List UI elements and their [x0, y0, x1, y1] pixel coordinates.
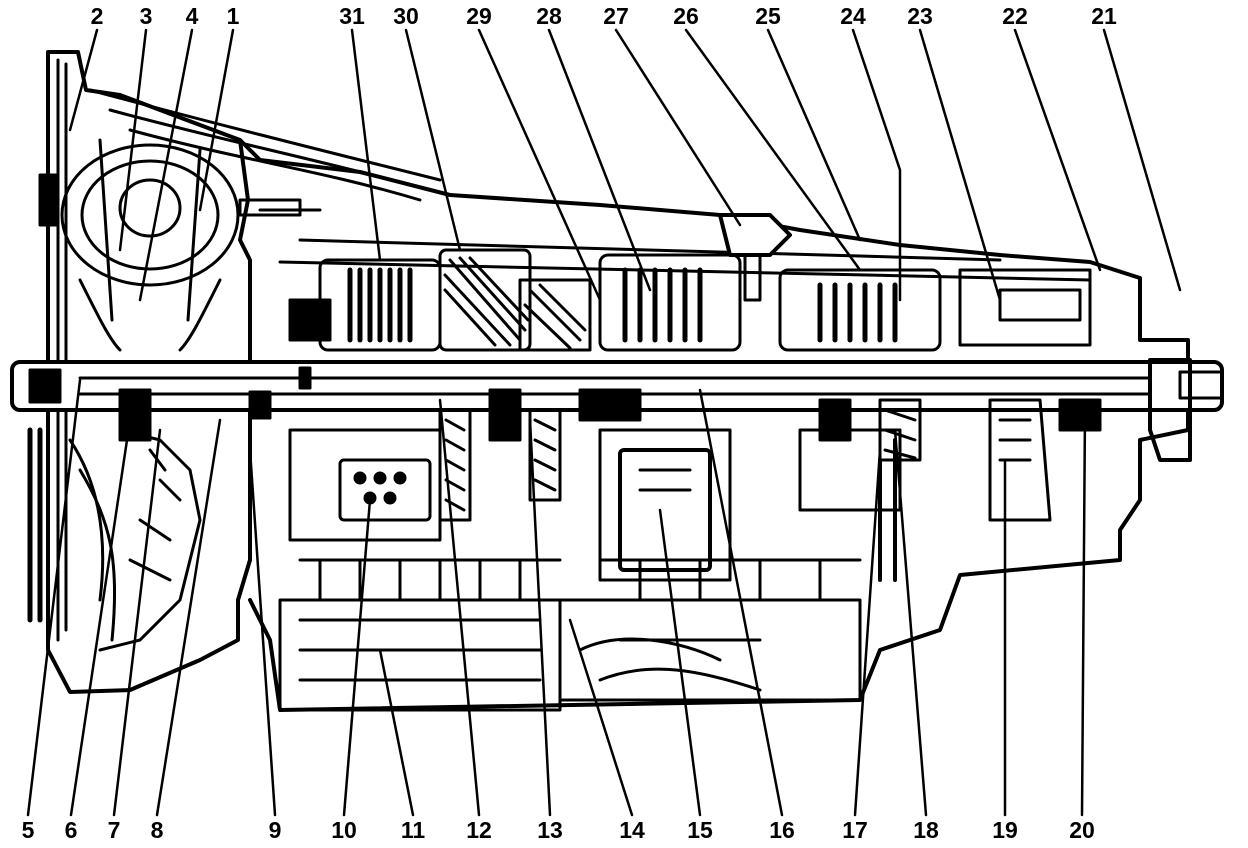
rear-planetary-gearset: [778, 268, 942, 582]
callout-18: 18: [913, 817, 939, 843]
callout-8: 8: [150, 817, 164, 843]
callout-27: 27: [603, 3, 629, 29]
main-shaft: [10, 358, 1224, 462]
callout-28: 28: [536, 3, 562, 29]
extension-housing: [958, 268, 1102, 522]
callout-7: 7: [107, 817, 121, 843]
callout-15: 15: [687, 817, 713, 843]
callout-6: 6: [64, 817, 78, 843]
callout-21: 21: [1091, 3, 1117, 29]
callout-29: 29: [466, 3, 492, 29]
callout-4: 4: [185, 3, 199, 29]
callout-22: 22: [1002, 3, 1028, 29]
callout-24: 24: [840, 3, 866, 29]
middle-clutch-pack: [598, 213, 792, 352]
callout-19: 19: [992, 817, 1018, 843]
callout-20: 20: [1069, 817, 1095, 843]
callout-2: 2: [90, 3, 104, 29]
callout-5: 5: [21, 817, 35, 843]
callout-23: 23: [907, 3, 933, 29]
callout-31: 31: [339, 3, 365, 29]
callout-9: 9: [268, 817, 282, 843]
parking-gear-block: [598, 428, 732, 582]
front-clutch-pack: [288, 258, 442, 352]
bottom-leader-lines: [26, 378, 1087, 817]
planetary-gearset-middle: [488, 278, 642, 502]
callout-3: 3: [139, 3, 153, 29]
transmission-case: [88, 88, 1190, 712]
callout-14: 14: [619, 817, 645, 843]
callout-30: 30: [393, 3, 419, 29]
valve-body: [288, 428, 442, 542]
callout-11: 11: [400, 817, 426, 843]
callout-16: 16: [769, 817, 795, 843]
oil-pan: [278, 558, 862, 712]
callout-1: 1: [226, 3, 240, 29]
callout-13: 13: [537, 817, 563, 843]
callout-25: 25: [755, 3, 781, 29]
callout-26: 26: [673, 3, 699, 29]
callout-10: 10: [331, 817, 357, 843]
callout-17: 17: [842, 817, 868, 843]
callout-12: 12: [466, 817, 492, 843]
top-leader-lines: [68, 28, 1182, 302]
